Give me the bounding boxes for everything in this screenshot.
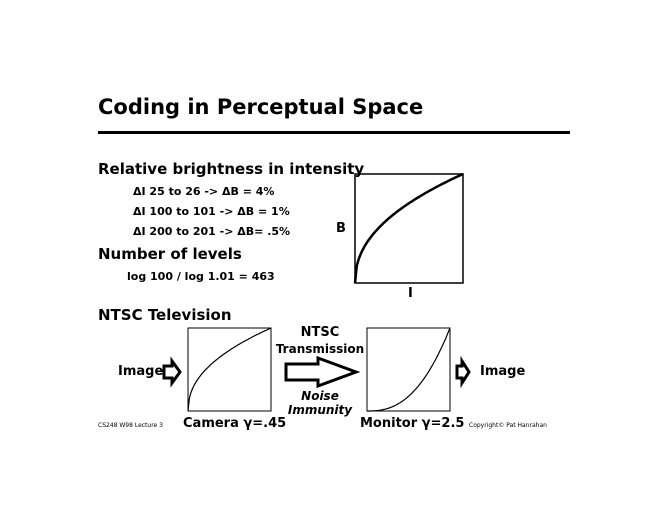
transmission-arrow-icon (284, 355, 361, 389)
monitor-graph-frame (366, 327, 451, 412)
brightness-line: ΔI 25 to 26 -> ΔB = 4% (133, 185, 275, 198)
brightness-line: ΔI 200 to 201 -> ΔB= .5% (133, 225, 291, 238)
slide-title: Coding in Perceptual Space (98, 95, 424, 119)
monitor-label: Monitor γ=2.5 (360, 416, 465, 431)
transmission-line2: Transmission (275, 342, 365, 356)
noise-line1: Noise (301, 389, 339, 403)
input-arrow-icon (162, 356, 182, 388)
output-image-label: Image (480, 364, 526, 379)
footer-copyright: Copyright© Pat Hanrahan (469, 422, 547, 429)
monitor-curve (367, 327, 451, 412)
transmission-line1: NTSC (300, 325, 340, 340)
section-heading-ntsc: NTSC Television (98, 306, 232, 324)
camera-label: Camera γ=.45 (183, 416, 287, 431)
camera-graph-frame (187, 327, 272, 412)
levels-formula: log 100 / log 1.01 = 463 (127, 270, 275, 283)
section-heading-brightness: Relative brightness in intensity (98, 160, 365, 178)
section-heading-levels: Number of levels (98, 245, 242, 263)
brightness-line: ΔI 100 to 101 -> ΔB = 1% (133, 205, 290, 218)
camera-curve (187, 327, 272, 412)
graph-y-label: B (336, 221, 346, 236)
input-image-label: Image (118, 364, 164, 379)
title-rule (98, 131, 570, 134)
brightness-curve (353, 172, 464, 284)
output-arrow-icon (455, 355, 471, 389)
noise-line2: Immunity (287, 403, 353, 417)
brightness-graph-frame (354, 173, 464, 284)
footer-lecture: CS248 W98 Lecture 3 (98, 422, 163, 429)
graph-x-label: I (408, 286, 413, 301)
